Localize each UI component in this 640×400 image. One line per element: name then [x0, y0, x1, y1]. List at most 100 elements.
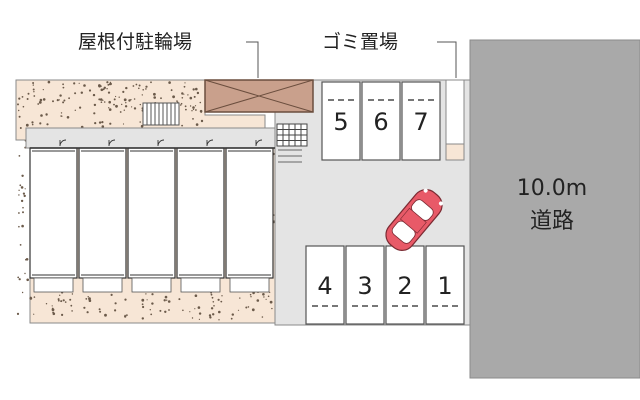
garden-dot — [251, 308, 255, 312]
garden-dot — [47, 80, 51, 84]
garden-dot — [21, 96, 24, 98]
parking-space — [385, 245, 425, 325]
garden-dot — [62, 83, 64, 86]
garden-dot — [261, 316, 264, 318]
garden-dot — [108, 100, 111, 104]
garden-dot — [106, 88, 108, 90]
garden-dot — [40, 114, 43, 117]
garden-dot — [125, 102, 127, 104]
garden-dot — [110, 293, 113, 296]
parking-space-number: 4 — [317, 272, 332, 300]
garden-dot — [142, 89, 144, 91]
garden-dot — [145, 85, 148, 88]
garden-dot — [33, 95, 36, 97]
garden-dot — [151, 293, 154, 296]
garden-dot — [250, 296, 252, 298]
garden-dot — [181, 124, 184, 127]
parking-space — [401, 81, 441, 161]
garden-dot — [92, 93, 96, 97]
garden-dot — [18, 155, 21, 157]
garden-dot — [24, 272, 26, 275]
garden-dot — [193, 95, 196, 98]
garden-dot — [66, 116, 70, 119]
garden-dot — [231, 313, 234, 316]
garden-dot — [192, 108, 195, 111]
garden-dot — [130, 99, 132, 101]
garden-dot — [114, 309, 117, 312]
garden-dot — [200, 119, 204, 123]
garden-dot — [64, 301, 67, 303]
garden-dot — [98, 84, 101, 87]
unit-balcony — [82, 277, 123, 293]
garden-dot — [168, 81, 171, 84]
garden-dot — [124, 105, 128, 108]
garden-dot — [209, 316, 212, 319]
garden-dot — [197, 306, 201, 309]
garden-dot — [181, 97, 184, 99]
garden-dot — [183, 85, 186, 88]
garden-dot — [210, 293, 213, 296]
garden-dot — [33, 296, 36, 298]
garden-dot — [113, 98, 116, 101]
door-icon — [157, 139, 165, 147]
garden-dot — [101, 125, 105, 128]
garden-dot — [245, 306, 248, 309]
garden-dot — [46, 123, 49, 126]
garden-dot — [218, 310, 221, 314]
unit-room — [78, 147, 127, 279]
garden-dot — [220, 300, 223, 303]
garden-dot — [142, 305, 145, 309]
unit-balcony — [229, 277, 270, 293]
road — [469, 39, 640, 379]
garden-dot — [191, 110, 193, 112]
garden-dot — [195, 123, 199, 126]
garden-dot — [185, 108, 187, 111]
garden-dot — [123, 98, 127, 102]
unit-room — [225, 147, 274, 279]
garden-dot — [22, 211, 24, 214]
garden-dot — [62, 299, 65, 302]
parking-space-number: 1 — [437, 272, 452, 300]
garden-dot — [83, 84, 86, 87]
car-icon — [385, 188, 443, 251]
garden-dot — [22, 206, 24, 209]
garden-dot — [74, 92, 77, 95]
garbage-area-label: ゴミ置場 — [322, 31, 398, 53]
garden-dot — [86, 311, 89, 314]
garden-dot — [145, 88, 147, 90]
garden-dot — [198, 318, 200, 320]
garden-dot — [128, 99, 131, 102]
garden-dot — [18, 212, 20, 214]
parking-space — [361, 81, 401, 161]
garden-dot — [132, 85, 135, 87]
parking-space-number: 7 — [413, 108, 428, 136]
garden-dot — [88, 297, 91, 301]
garden-dot — [31, 121, 34, 124]
garden-dot — [99, 310, 102, 313]
garden-dot — [150, 313, 153, 316]
garden-dot — [213, 305, 215, 307]
door-icon — [255, 139, 263, 147]
garden-dot — [198, 312, 202, 315]
garden-dot — [32, 82, 35, 84]
garden-dot — [63, 99, 66, 102]
garden-dot — [195, 87, 198, 91]
garden-dot — [25, 258, 29, 261]
garden-dot — [83, 306, 86, 309]
garden-dot — [19, 127, 22, 129]
garden-dot — [18, 109, 20, 112]
garden-dot — [115, 104, 118, 108]
garden-dot — [176, 100, 178, 102]
garden-dot — [20, 186, 24, 189]
garden-dot — [33, 313, 35, 315]
garden-dot — [108, 107, 110, 109]
garden-dot — [194, 308, 196, 310]
unit-balcony — [33, 277, 74, 293]
garden-dot — [230, 317, 233, 320]
garden-dot — [22, 105, 25, 108]
garden-dot — [199, 101, 202, 104]
garden-dot — [87, 296, 89, 298]
garden-dot — [45, 303, 48, 305]
garden-dot — [211, 296, 214, 299]
